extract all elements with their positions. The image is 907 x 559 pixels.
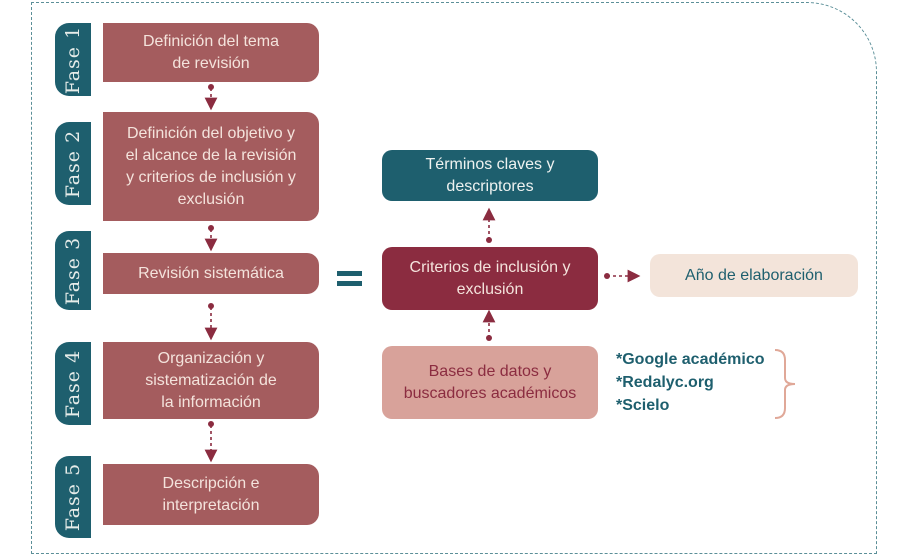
terms-box: Términos claves y descriptores — [382, 150, 598, 201]
phase-tab-2: Fase 2 — [55, 122, 91, 205]
source-item: *Redalyc.org — [616, 374, 714, 391]
phase-tab-3: Fase 3 — [55, 231, 91, 310]
phase-box-3: Revisión sistemática — [103, 253, 319, 294]
criteria-box: Criterios de inclusión y exclusión — [382, 247, 598, 310]
source-item: *Google académico — [616, 351, 765, 368]
phase-tab-5: Fase 5 — [55, 456, 91, 538]
phase-tab-4: Fase 4 — [55, 342, 91, 425]
phase-box-5: Descripción e interpretación — [103, 464, 319, 525]
phase-box-4: Organización y sistematización de la inf… — [103, 342, 319, 419]
phase-box-2: Definición del objetivo y el alcance de … — [103, 112, 319, 221]
brace-icon — [774, 349, 796, 419]
frame-border — [31, 2, 877, 554]
year-box: Año de elaboración — [650, 254, 858, 297]
sources-list: *Google académico *Redalyc.org *Scielo — [616, 348, 765, 417]
phase-tab-1: Fase 1 — [55, 23, 91, 96]
databases-box: Bases de datos y buscadores académicos — [382, 346, 598, 419]
source-item: *Scielo — [616, 397, 670, 414]
phase-box-1: Definición del tema de revisión — [103, 23, 319, 82]
equals-icon — [337, 271, 362, 286]
